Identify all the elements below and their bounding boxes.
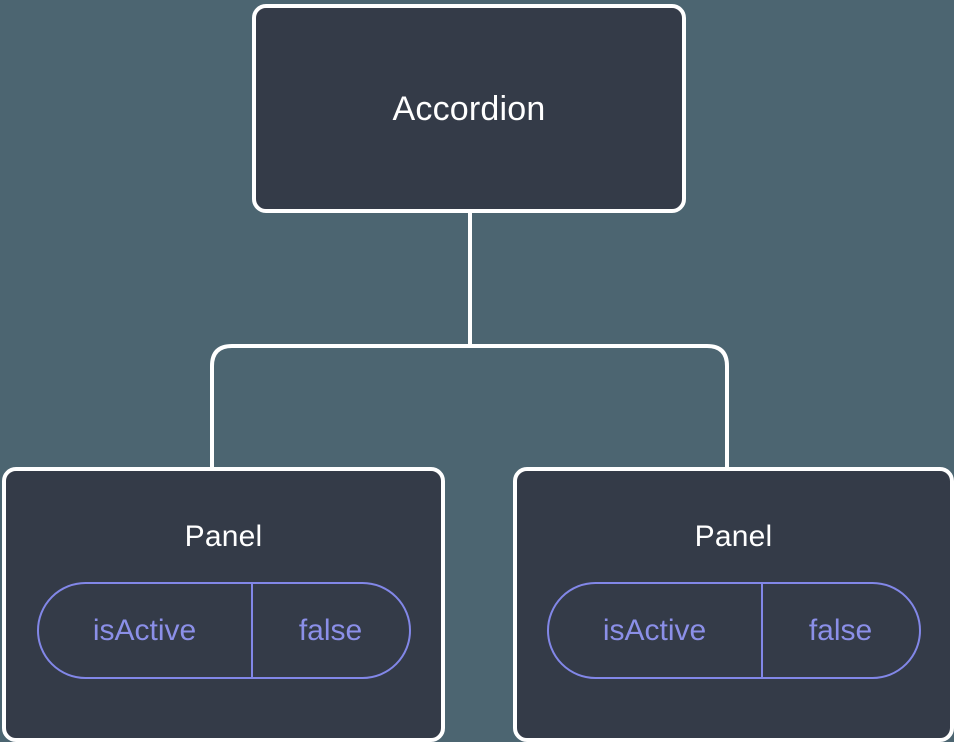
- node-panel-left-label: Panel: [184, 520, 263, 553]
- node-panel-right-label: Panel: [694, 520, 773, 553]
- edge-root-to-panel-left: [210, 344, 470, 469]
- node-accordion[interactable]: Accordion: [252, 4, 686, 213]
- state-pill-left-value: false: [298, 613, 363, 647]
- state-pill-right[interactable]: isActive false: [546, 582, 921, 679]
- state-pill-left[interactable]: isActive false: [36, 582, 411, 679]
- node-panel-left[interactable]: Panel isActive false: [2, 467, 445, 742]
- state-pill-right-key: isActive: [549, 584, 763, 677]
- state-pill-left-key: isActive: [39, 584, 253, 677]
- edge-root-to-panel-right: [470, 344, 729, 469]
- node-panel-right[interactable]: Panel isActive false: [513, 467, 954, 742]
- state-pill-right-value: false: [808, 613, 873, 647]
- node-accordion-label: Accordion: [392, 89, 546, 128]
